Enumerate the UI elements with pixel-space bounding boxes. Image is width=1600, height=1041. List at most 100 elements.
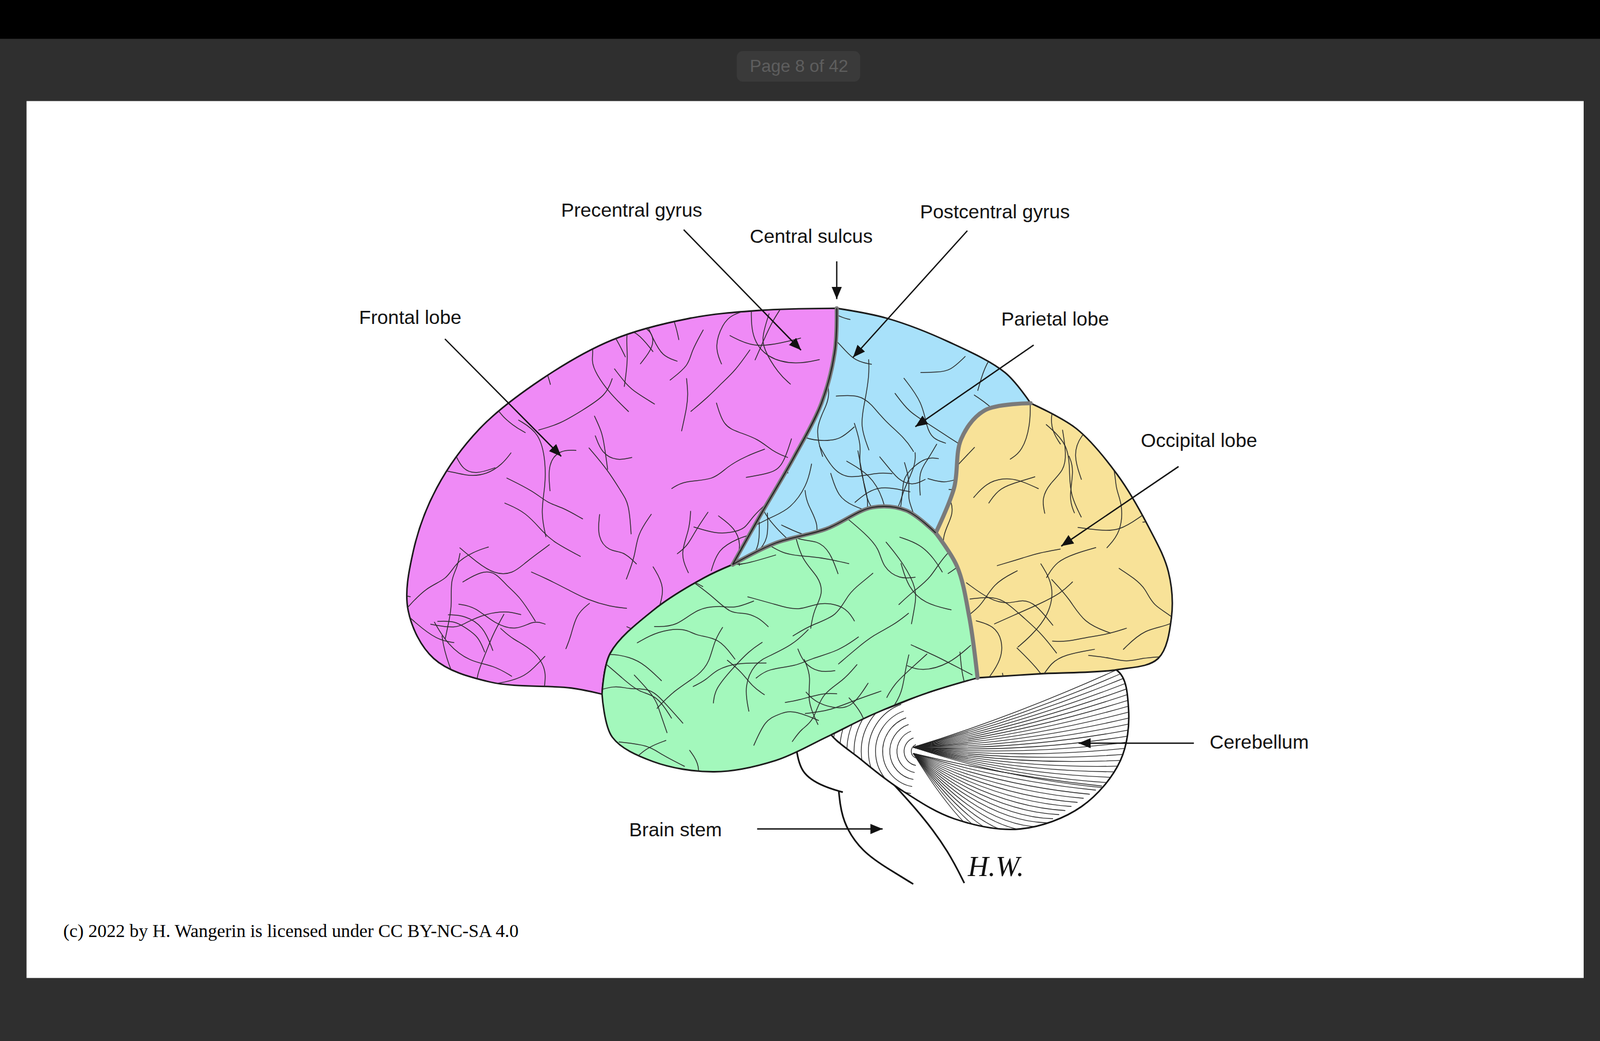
gyrus-line [743,556,758,615]
gyrus-line [691,349,750,412]
gyrus-line [1118,568,1189,637]
cerebellum-folia [896,730,915,773]
gyrus-line [1017,647,1080,699]
gyrus-line [540,698,567,768]
gyrus-line [588,447,631,534]
gyrus-line [398,665,459,691]
gyrus-line [483,655,545,684]
gyrus-line [614,368,655,405]
gyrus-line [755,636,859,678]
gyrus-line [879,456,925,484]
gyrus-line [586,328,629,412]
gyrus-line [1142,520,1220,559]
gyrus-line [642,580,703,609]
gyrus-line [920,356,966,373]
gyrus-line [1052,628,1127,642]
gyrus-line [619,641,686,730]
gyrus-line [594,415,608,470]
gyrus-line [976,620,1002,679]
cerebellum-folia [913,685,1135,748]
gyrus-line [746,562,769,617]
gyrus-line [642,315,678,361]
cerebellum-folia [903,737,916,766]
gyrus-line [426,452,512,476]
cerebellum-folia [913,753,1078,803]
gyrus-line [462,571,535,621]
gyrus-line [571,301,626,358]
gyrus-line [860,444,938,472]
cerebellum-folia [913,753,1017,843]
lobe-boundary [935,532,978,678]
leader-arrow [1061,466,1179,546]
gyrus-line [784,293,851,320]
gyrus-line [630,661,643,739]
gyrus-line [753,711,819,746]
gyrus-line [718,515,742,578]
gyrus-line [885,542,916,624]
gyrus-line [681,378,688,431]
gyrus-line [458,316,495,374]
leader-arrow [915,345,1035,427]
leader-lines [445,229,1195,829]
cerebellum-folia [882,717,913,786]
gyrus-line [587,686,683,724]
lobe-boundary [732,506,936,565]
gyrus-line [781,524,848,547]
gyrus-line [565,602,590,649]
gyrus-line [923,593,967,685]
gyrus-line [405,546,489,609]
gyrus-line [346,490,405,543]
gyrus-line [1017,563,1052,648]
gyrus-line [477,613,504,696]
gyrus-line [398,636,461,704]
gyrus-line [549,450,576,491]
part-label: Central sulcus [749,225,873,249]
gyrus-line [1155,490,1172,548]
gyrus-line [1145,490,1195,554]
cerebellum-folia [913,753,1048,823]
gyrus-line [971,507,1048,529]
gyrus-line [912,710,972,760]
gyrus-line [828,543,875,600]
cerebellum-folia [913,753,1023,840]
gyrus-line [747,596,855,621]
gyrus-line [654,600,754,627]
gyrus-line [1103,448,1123,548]
gyrus-line [911,644,972,675]
brain-stem-outline [838,790,914,884]
gyrus-line [909,703,969,718]
temporal-lobe-region [601,506,978,772]
gyrus-line [728,618,755,712]
gyrus-line [535,291,638,332]
gyrus-line [671,448,765,489]
gyrus-line [475,336,484,403]
gyrus-line [854,422,868,519]
leader-arrow [757,827,883,829]
gyrus-line [455,454,496,473]
cerebrum [337,238,1247,821]
gyrus-line [857,450,889,547]
gyrus-line [669,329,704,380]
gyrus-line [820,238,845,318]
lobe-boundary [732,308,837,565]
gyrus-line [901,563,952,610]
gyrus-line [716,402,789,458]
gyrus-line [844,516,915,578]
cerebellum-folia [913,753,1054,819]
gyrus-line [746,629,809,712]
gyrus-line [434,622,512,676]
gyrus-line [960,651,975,715]
gyrus-line [477,263,502,314]
gyrus-line [754,274,799,360]
gyrus-line [716,308,751,364]
gyrus-line [848,697,875,762]
gyrus-line [430,611,521,627]
gyrus-line [1010,358,1037,459]
viewer-top-bar [0,0,1600,39]
gyrus-line [701,542,739,592]
gyrus-line [677,512,709,554]
lateral-sulcus-line [732,506,936,565]
leader-arrow [683,229,802,350]
